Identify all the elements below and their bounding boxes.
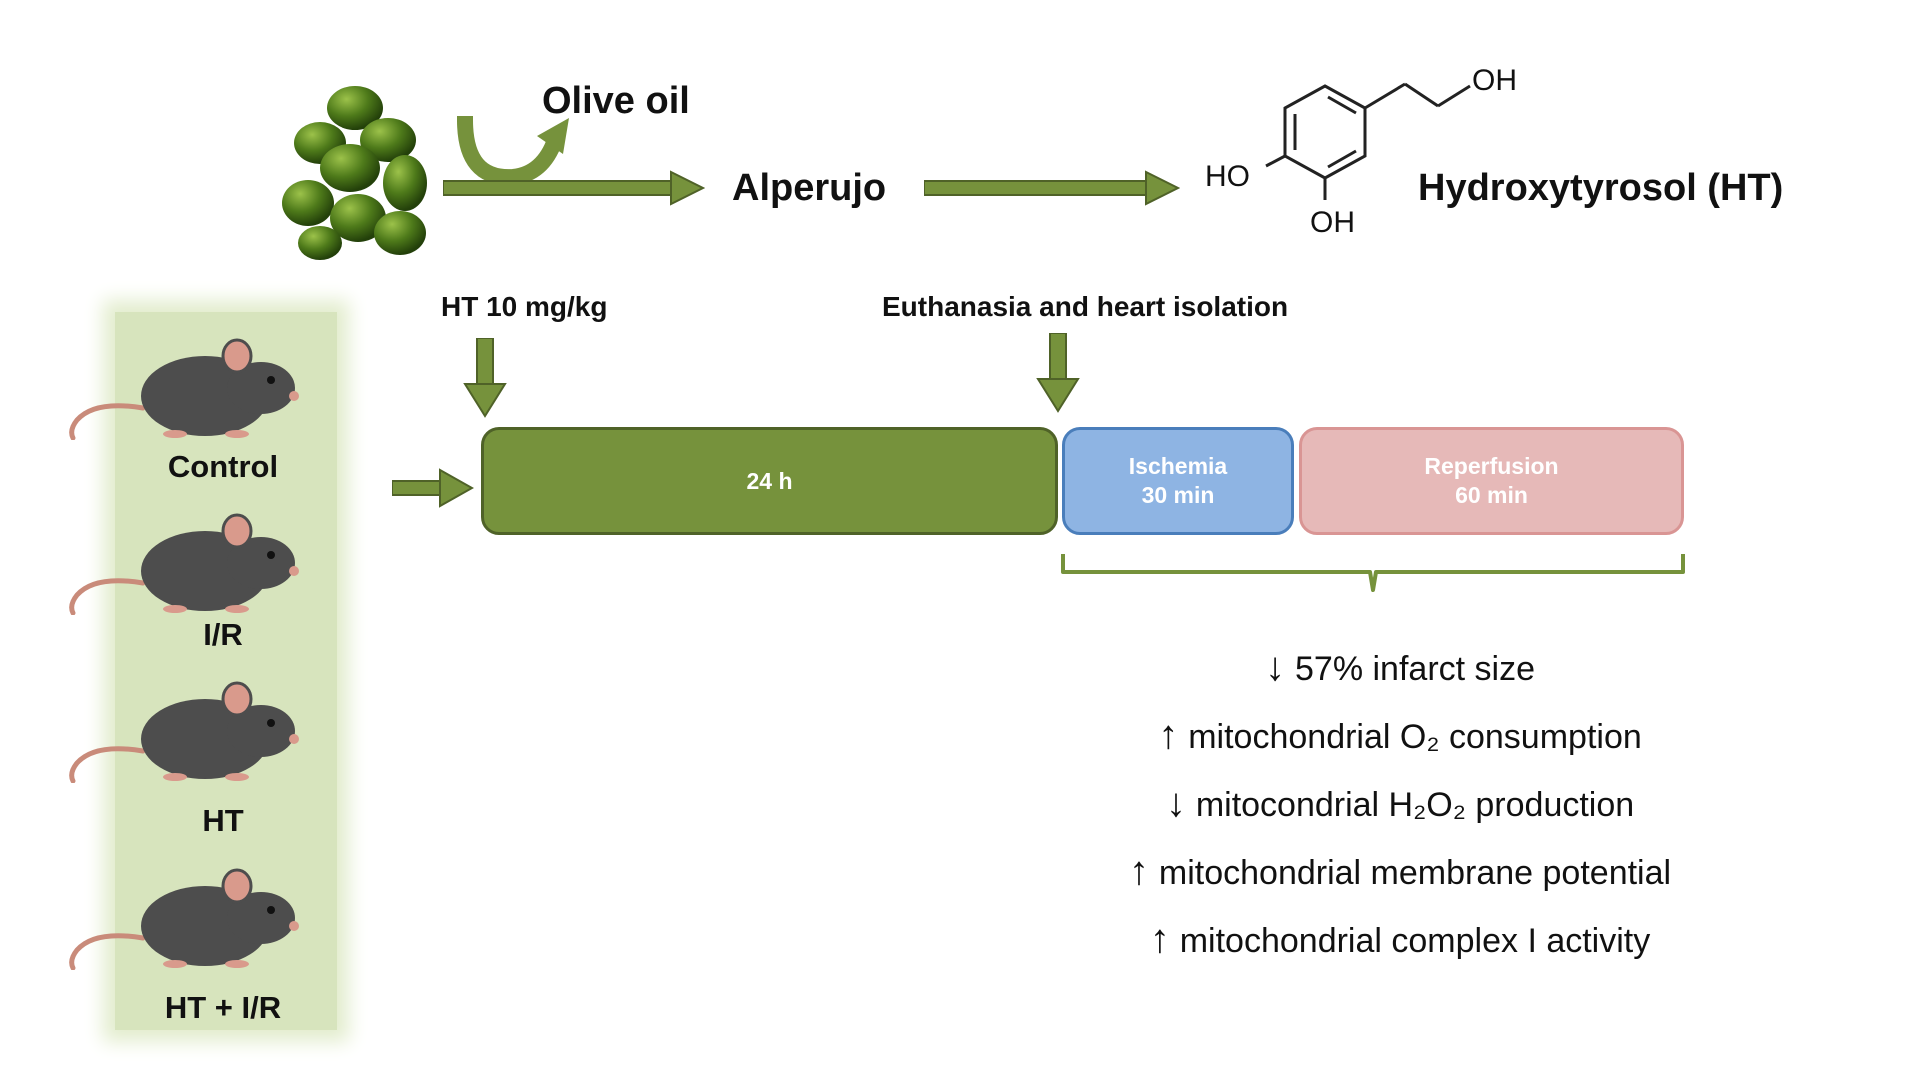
outcome-text: 57% infarct size <box>1295 650 1535 688</box>
olive-oil-label: Olive oil <box>542 80 690 122</box>
phase-ischemia: Ischemia 30 min <box>1062 427 1294 535</box>
outcome-item: ↓mitocondrial H₂O₂ production <box>1010 781 1790 826</box>
up-arrow-icon: ↑ <box>1149 917 1170 961</box>
chem-ho-left: HO <box>1205 160 1250 193</box>
curved-arrow-icon <box>457 116 569 186</box>
dose-label: HT 10 mg/kg <box>441 291 608 322</box>
outcome-text: mitocondrial H₂O₂ production <box>1195 786 1635 824</box>
chem-oh-bottom: OH <box>1310 206 1355 239</box>
hydroxytyrosol-label: Hydroxytyrosol (HT) <box>1418 167 1784 209</box>
phase-ischemia-duration: 30 min <box>1141 482 1215 508</box>
phase-reperfusion-duration: 60 min <box>1455 482 1528 508</box>
phase-24h: 24 h <box>481 427 1058 535</box>
outcome-item: ↑mitochondrial complex I activity <box>1010 917 1790 962</box>
up-arrow-icon: ↑ <box>1128 849 1149 893</box>
group-label: I/R <box>203 617 243 652</box>
chem-oh-top: OH <box>1472 64 1517 97</box>
outcome-text: mitochondrial complex I activity <box>1179 922 1651 960</box>
group-label: HT + I/R <box>164 990 282 1025</box>
euthanasia-label: Euthanasia and heart isolation <box>882 291 1289 322</box>
right-arrow-icon <box>924 170 1180 206</box>
phase-reperfusion: Reperfusion 60 min <box>1299 427 1684 535</box>
phase-ischemia-label: Ischemia <box>1128 453 1228 479</box>
down-arrow-icon: ↓ <box>1165 781 1186 825</box>
right-arrow-icon <box>443 170 705 206</box>
group-label: Control <box>167 449 279 484</box>
down-arrow-icon <box>463 338 507 418</box>
down-arrow-icon <box>1036 333 1080 413</box>
outcome-item: ↑mitochondrial membrane potential <box>1010 849 1790 894</box>
hydroxytyrosol-structure <box>1265 82 1471 200</box>
outcome-item: ↓ 57% infarct size <box>1010 645 1790 690</box>
up-arrow-icon: ↑ <box>1158 713 1179 757</box>
outcome-text: mitochondrial O₂ consumption <box>1188 718 1642 756</box>
outcome-item: ↑mitochondrial O₂ consumption <box>1010 713 1790 758</box>
group-label: HT <box>202 803 244 838</box>
olive-cluster-icon <box>282 86 427 260</box>
phase-reperfusion-label: Reperfusion <box>1424 453 1559 479</box>
down-arrow-icon: ↓ <box>1265 645 1285 689</box>
phase-24h-label: 24 h <box>746 467 793 494</box>
bracket-icon <box>1061 554 1685 592</box>
outcome-text: mitochondrial membrane potential <box>1158 854 1672 892</box>
alperujo-label: Alperujo <box>732 167 887 209</box>
right-arrow-icon <box>392 468 474 508</box>
